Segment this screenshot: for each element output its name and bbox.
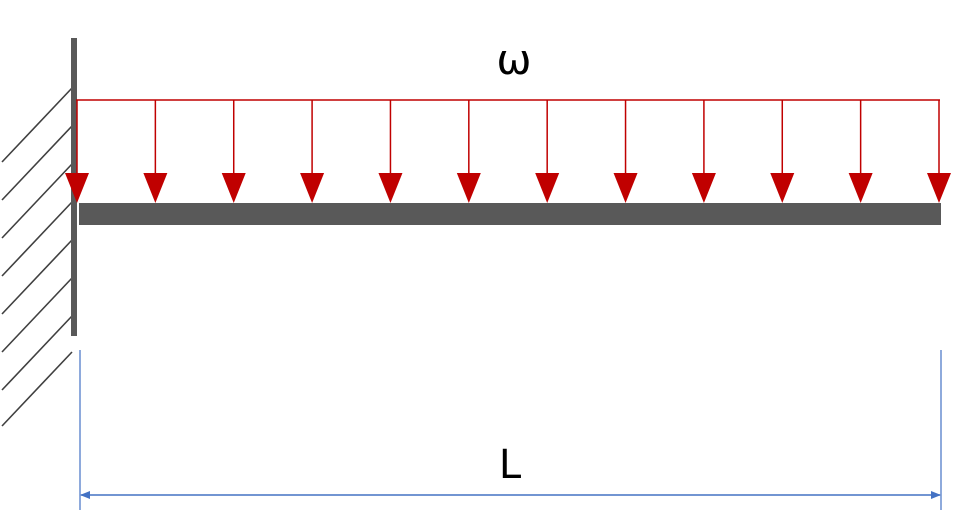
hatch-line [1,125,73,201]
beam [79,203,941,225]
load-arrow-head [848,173,873,203]
load-arrow-head [65,173,89,203]
load-arrow-head [770,173,795,203]
hatch-line [1,277,73,353]
hatch-line [1,239,73,315]
load-arrow-head [613,173,638,203]
load-arrow-head [456,173,481,203]
load-label-omega: ω [496,35,531,84]
hatch-line [1,163,73,239]
length-label: L [499,442,522,488]
load-arrow-head [535,173,560,203]
load-arrow-head [691,173,716,203]
load-arrow-head [143,173,168,203]
distributed-load-arrows [65,100,951,203]
load-arrow-head [300,173,325,203]
hatch-line [1,351,73,427]
fixed-support-hatching [1,87,73,427]
hatch-line [1,315,73,391]
hatch-line [1,201,73,277]
load-arrow-head [221,173,246,203]
load-arrow-head [378,173,403,203]
load-arrow-head [927,173,951,203]
hatch-line [1,87,73,163]
